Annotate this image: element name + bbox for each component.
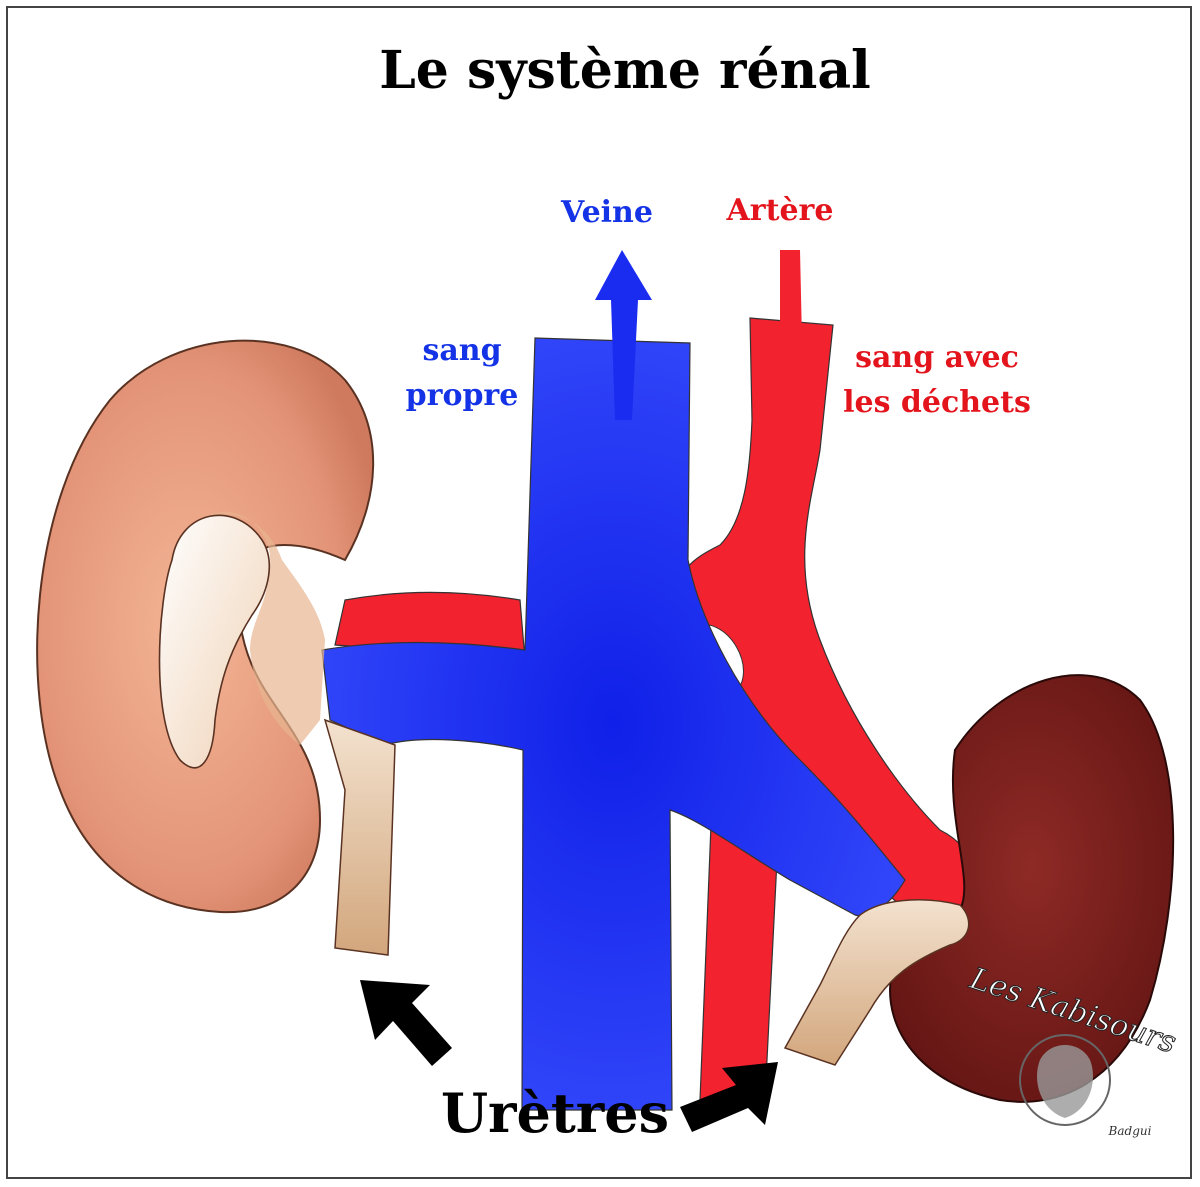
label-artere: Artère — [726, 193, 834, 228]
label-uretres: Urètres — [441, 1081, 669, 1145]
label-sang-propre-line1: sang — [422, 333, 501, 368]
label-sang-dechets-line2: les déchets — [843, 385, 1031, 420]
left-kidney — [36, 339, 396, 956]
vein — [321, 337, 906, 1111]
ureter-pointer-arrow-left — [360, 980, 452, 1066]
artery-down-arrow — [762, 250, 822, 398]
diagram-title: Le système rénal — [379, 40, 871, 101]
label-veine: Veine — [560, 195, 653, 230]
right-kidney — [783, 674, 1175, 1103]
label-sang-dechets-line1: sang avec — [855, 340, 1019, 375]
label-sang-propre-line2: propre — [406, 378, 519, 413]
ureter-pointer-arrow-right — [680, 1062, 778, 1132]
logo-signature: Badgui — [1108, 1124, 1152, 1138]
vein-up-arrow — [595, 250, 652, 420]
